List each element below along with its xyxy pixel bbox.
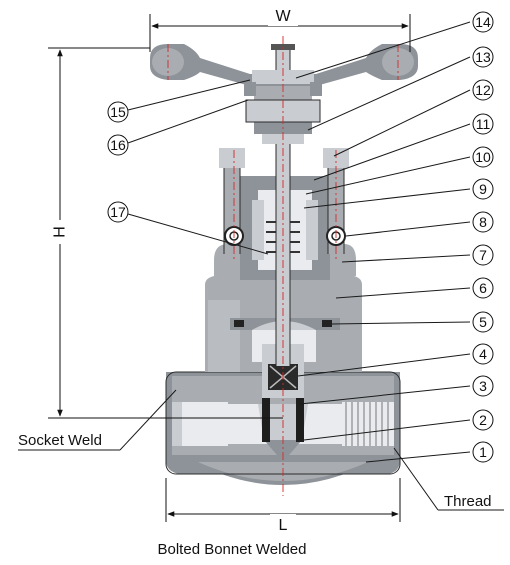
svg-text:1: 1 xyxy=(479,444,487,460)
svg-text:2: 2 xyxy=(479,412,487,428)
caption: Bolted Bonnet Welded xyxy=(158,541,307,558)
svg-text:16: 16 xyxy=(110,137,126,153)
dimension-w: W xyxy=(149,8,411,52)
svg-text:3: 3 xyxy=(479,378,487,394)
svg-text:14: 14 xyxy=(475,14,491,30)
callout-10: 10 xyxy=(305,146,494,195)
svg-text:17: 17 xyxy=(110,204,126,220)
callout-4: 4 xyxy=(297,343,494,377)
svg-text:6: 6 xyxy=(479,280,487,296)
svg-text:5: 5 xyxy=(479,314,487,330)
svg-text:13: 13 xyxy=(475,49,491,65)
svg-text:12: 12 xyxy=(475,82,491,98)
dimension-h: H xyxy=(48,47,283,419)
svg-text:11: 11 xyxy=(476,116,491,132)
svg-text:9: 9 xyxy=(479,181,487,197)
callout-8: 8 xyxy=(345,211,494,237)
callout-6: 6 xyxy=(335,277,494,299)
thread-lines xyxy=(345,402,389,446)
callout-16: 16 xyxy=(107,99,249,156)
callout-1: 1 xyxy=(365,441,494,463)
callout-2: 2 xyxy=(303,409,494,441)
callout-17: 17 xyxy=(107,201,269,255)
callout-5: 5 xyxy=(331,311,494,333)
bonnet xyxy=(205,176,362,398)
svg-text:8: 8 xyxy=(479,214,487,230)
length-label: L xyxy=(279,517,288,534)
svg-text:7: 7 xyxy=(479,247,487,263)
width-label: W xyxy=(275,8,291,25)
callout-9: 9 xyxy=(303,178,494,209)
svg-text:10: 10 xyxy=(475,149,491,165)
callout-3: 3 xyxy=(299,375,494,405)
socket-weld-callout: Socket Weld xyxy=(18,389,177,451)
height-label: H xyxy=(52,226,69,238)
callout-12: 12 xyxy=(333,79,494,157)
callout-13: 13 xyxy=(307,46,494,131)
socket-weld-label: Socket Weld xyxy=(18,432,102,449)
callout-15: 15 xyxy=(107,79,251,123)
thread-label: Thread xyxy=(444,493,492,510)
callout-11: 11 xyxy=(313,113,494,181)
svg-text:15: 15 xyxy=(110,104,126,120)
callout-7: 7 xyxy=(341,244,494,266)
svg-text:4: 4 xyxy=(479,346,487,362)
dimension-l: L xyxy=(165,478,401,534)
callout-14: 14 xyxy=(295,11,494,79)
